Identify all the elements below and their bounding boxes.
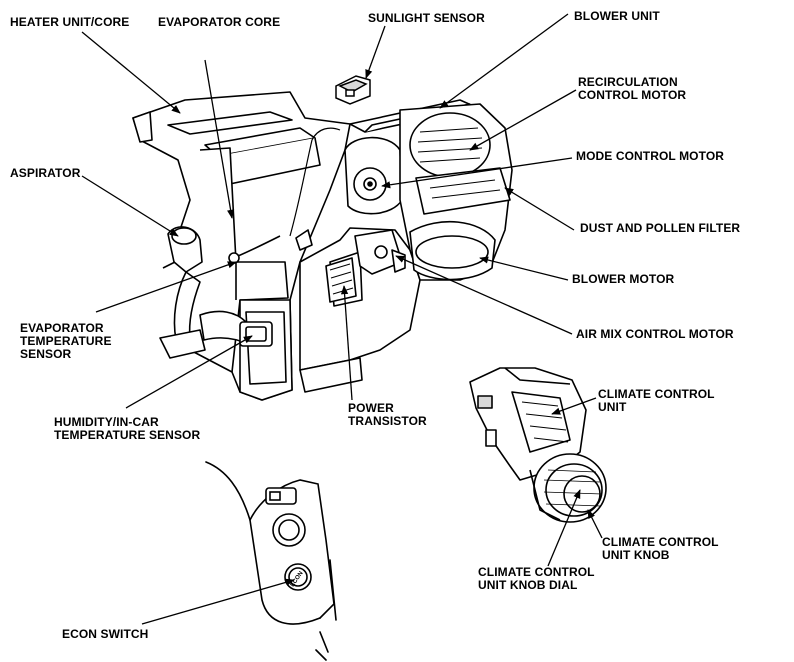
leader-dust-pollen-filter	[504, 187, 575, 231]
leader-air-mix-motor	[395, 255, 573, 335]
label-climate-control-unit-knob-dial: CLIMATE CONTROL UNIT KNOB DIAL	[478, 565, 595, 592]
label-climate-control-unit-knob: CLIMATE CONTROL UNIT KNOB	[602, 535, 719, 562]
label-power-transistor: POWER TRANSISTOR	[348, 401, 427, 428]
leader-recirculation-motor	[469, 89, 577, 151]
leader-evaporator-core	[204, 59, 235, 219]
leader-aspirator	[81, 175, 179, 237]
label-aspirator: ASPIRATOR	[10, 166, 81, 180]
label-humidity-in-car-temperature-sensor: HUMIDITY/IN-CAR TEMPERATURE SENSOR	[54, 415, 201, 442]
leader-blower-motor	[479, 256, 569, 281]
leader-econ-switch	[141, 578, 295, 625]
leader-knob-dial	[547, 489, 581, 567]
label-blower-unit: BLOWER UNIT	[574, 9, 660, 23]
label-econ-switch: ECON SWITCH	[62, 627, 149, 641]
climate-control-unit-part	[469, 367, 607, 523]
hvac-housing	[132, 91, 513, 401]
leader-heater-unit-core	[81, 31, 181, 114]
leader-power-transistor	[340, 285, 353, 401]
leader-blower-unit	[439, 13, 569, 109]
leader-sunlight-sensor	[365, 25, 386, 79]
label-sunlight-sensor: SUNLIGHT SENSOR	[368, 11, 485, 25]
label-evaporator-core: EVAPORATOR CORE	[158, 15, 281, 29]
econ-switch-panel	[205, 461, 337, 661]
label-heater-unit-core: HEATER UNIT/CORE	[10, 15, 130, 29]
leader-climate-control-unit	[551, 397, 597, 415]
label-recirculation-control-motor: RECIRCULATION CONTROL MOTOR	[578, 75, 687, 102]
sunlight-sensor-part	[335, 75, 371, 105]
label-evaporator-temperature-sensor: EVAPORATOR TEMPERATURE SENSOR	[20, 321, 112, 361]
leader-knob	[587, 509, 603, 539]
label-climate-control-unit: CLIMATE CONTROL UNIT	[598, 387, 715, 414]
leader-lines	[81, 13, 603, 625]
leader-mode-control-motor	[381, 157, 573, 189]
label-mode-control-motor: MODE CONTROL MOTOR	[576, 149, 725, 163]
leader-humidity-sensor	[125, 335, 253, 409]
label-blower-motor: BLOWER MOTOR	[572, 272, 675, 286]
leader-evaporator-temp-sensor	[95, 261, 237, 313]
label-air-mix-control-motor: AIR MIX CONTROL MOTOR	[576, 327, 734, 341]
label-dust-and-pollen-filter: DUST AND POLLEN FILTER	[580, 221, 741, 235]
